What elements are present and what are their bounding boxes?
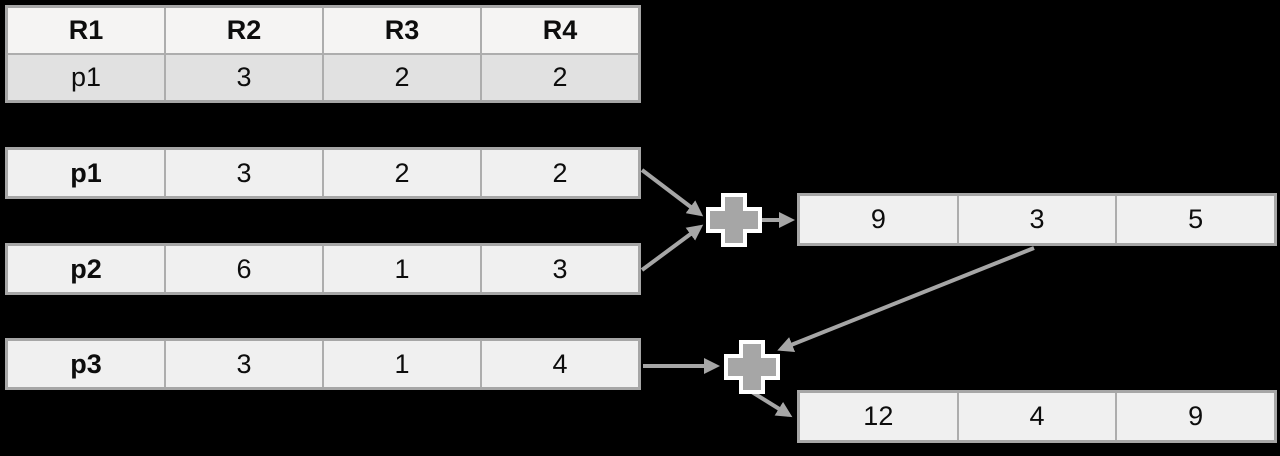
plus-icon (706, 193, 762, 247)
plus-icon (724, 340, 780, 394)
connector-p2-to-plus1 (640, 224, 704, 272)
result-cell: 12 (800, 393, 957, 440)
table-cell: 3 (166, 55, 322, 100)
header-cell: R4 (482, 8, 638, 53)
header-table: R1 R2 R3 R4 p1 3 2 2 (5, 5, 641, 103)
header-cell: R1 (8, 8, 164, 53)
result-cell: 3 (958, 196, 1116, 243)
header-cell: R3 (324, 8, 480, 53)
table-cell: 1 (324, 341, 480, 387)
header-cell: R2 (166, 8, 322, 53)
tuple-label: p2 (8, 246, 164, 292)
result-cell: 4 (958, 393, 1116, 440)
table-cell: 2 (482, 150, 638, 196)
tuple-row-p1: p1 3 2 2 (5, 147, 641, 199)
connector-result1-to-plus2 (777, 246, 1035, 352)
result-table-2: 12 4 9 (797, 390, 1277, 443)
table-cell: 3 (166, 150, 322, 196)
table-cell: p1 (8, 55, 164, 100)
table-cell: 2 (324, 150, 480, 196)
table-cell: 2 (324, 55, 480, 100)
result-cell: 9 (800, 196, 957, 243)
result-table-1: 9 3 5 (797, 193, 1277, 246)
tuple-label: p3 (8, 341, 164, 387)
connector-p1-to-plus1 (640, 168, 704, 217)
table-cell: 2 (482, 55, 638, 100)
table-cell: 3 (482, 246, 638, 292)
table-cell: 3 (166, 341, 322, 387)
result-cell: 9 (1117, 393, 1274, 440)
table-cell: 4 (482, 341, 638, 387)
tuple-row-p2: p2 6 1 3 (5, 243, 641, 295)
result-cell: 5 (1117, 196, 1274, 243)
tuple-label: p1 (8, 150, 164, 196)
tuple-row-p3: p3 3 1 4 (5, 338, 641, 390)
table-cell: 6 (166, 246, 322, 292)
table-cell: 1 (324, 246, 480, 292)
